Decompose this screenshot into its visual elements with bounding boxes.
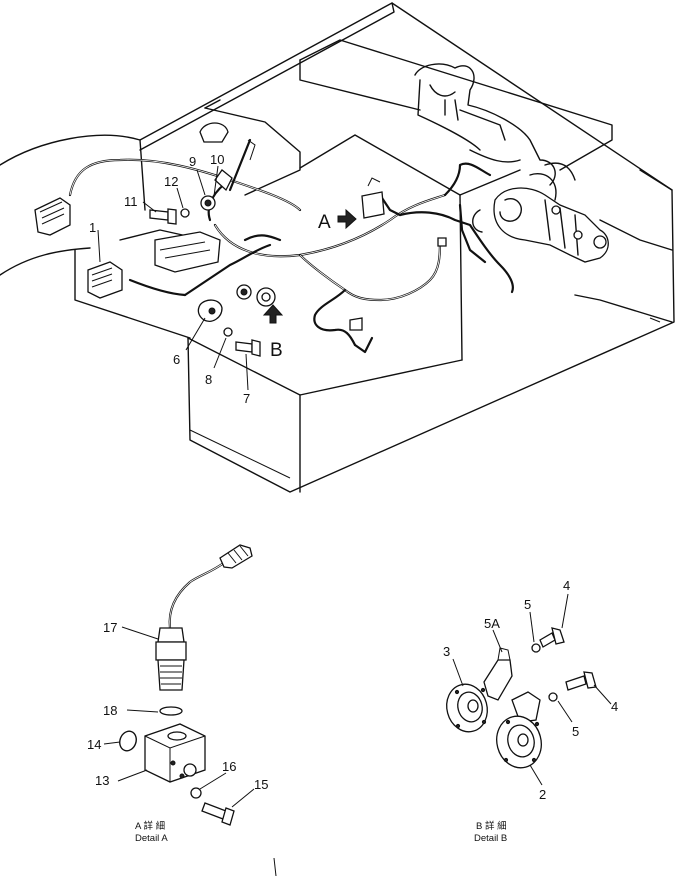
detail-b-caption-en: Detail B: [474, 833, 507, 844]
detail-b-drawing: [446, 593, 612, 786]
detail-a-caption-en: Detail A: [135, 833, 168, 844]
label-17: 17: [103, 620, 117, 635]
detail-a-caption-jp: A 詳 細: [135, 820, 165, 832]
label-12: 12: [164, 174, 178, 189]
label-11: 11: [124, 194, 138, 209]
label-14: 14: [87, 737, 101, 752]
label-7: 7: [243, 391, 250, 406]
arrow-right-icon: [337, 208, 357, 230]
label-3: 3: [443, 644, 450, 659]
label-5-lower: 5: [572, 724, 579, 739]
arrow-up-icon: [262, 304, 284, 324]
label-5-upper: 5: [524, 597, 531, 612]
label-6: 6: [173, 352, 180, 367]
label-4-lower: 4: [611, 699, 618, 714]
label-18: 18: [103, 703, 117, 718]
detail-b-caption-jp: B 詳 細: [476, 820, 507, 832]
machine-body: [0, 2, 675, 493]
main-leaders: [97, 165, 249, 391]
view-b-label: B: [270, 340, 283, 361]
label-10: 10: [210, 152, 224, 167]
label-5A: 5A: [484, 616, 500, 631]
label-1: 1: [89, 220, 96, 235]
label-13: 13: [95, 773, 109, 788]
label-4-upper: 4: [563, 578, 570, 593]
label-16: 16: [222, 759, 236, 774]
detail-a-drawing: [103, 544, 255, 826]
label-2: 2: [539, 787, 546, 802]
label-8: 8: [205, 372, 212, 387]
label-9: 9: [189, 154, 196, 169]
label-15: 15: [254, 777, 268, 792]
engine-assembly: [414, 63, 609, 263]
relay-box: [87, 261, 123, 299]
scan-mark: [273, 857, 277, 876]
view-a-label: A: [318, 212, 331, 233]
main-components: [34, 122, 447, 357]
